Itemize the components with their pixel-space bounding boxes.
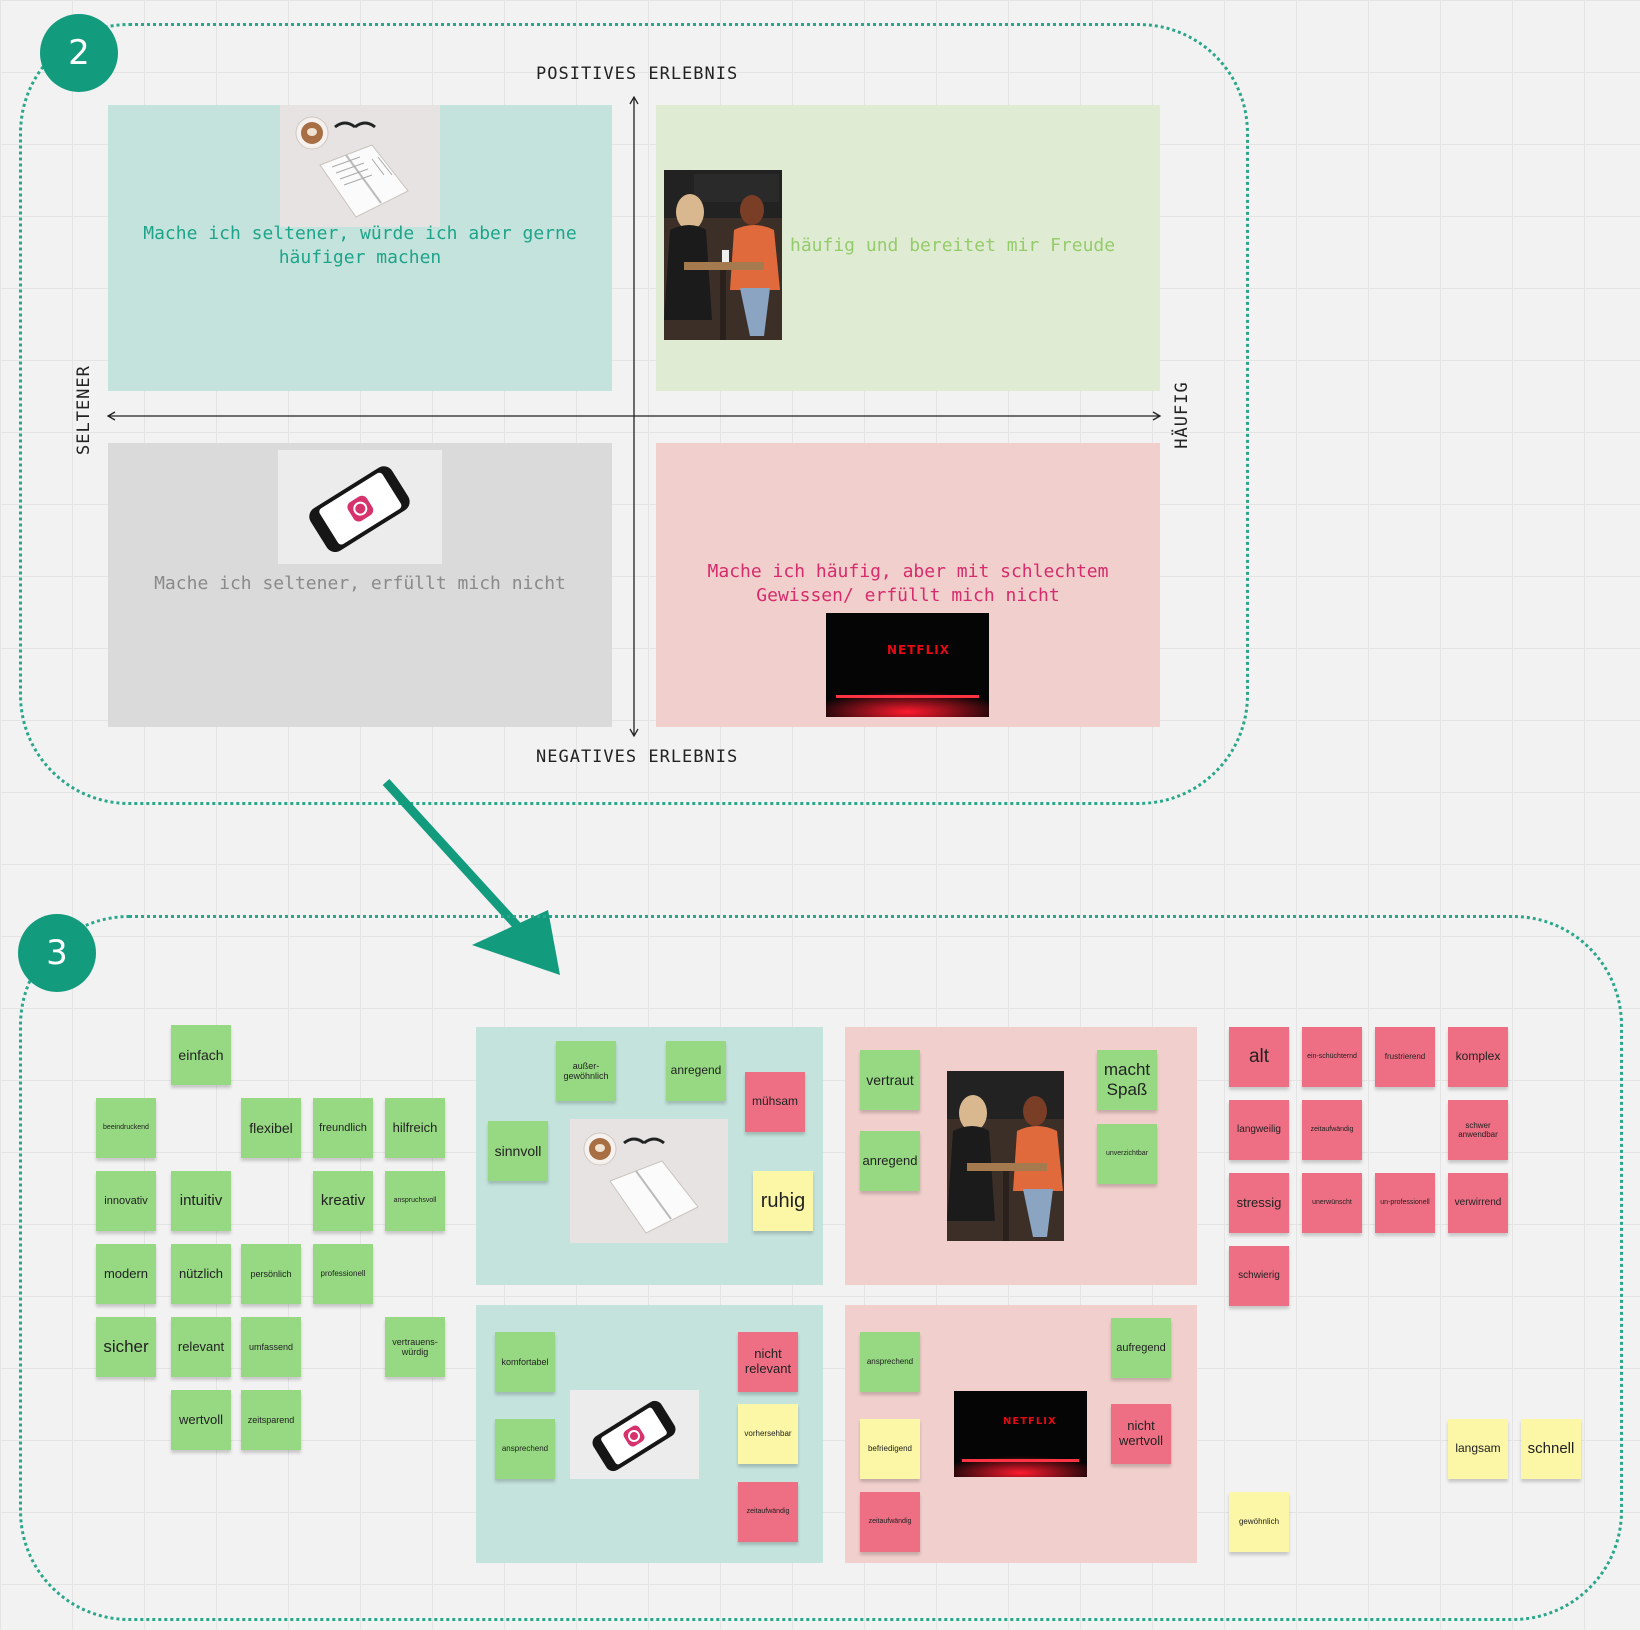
quadrant-bottom-right-text: Mache ich häufig, aber mit schlechtem Ge… [707, 561, 1109, 606]
sticky-note[interactable]: zeitaufwändig [860, 1492, 920, 1552]
axis-arrows [106, 95, 1162, 738]
sticky-note[interactable]: langweilig [1229, 1100, 1289, 1160]
sticky-note[interactable]: umfassend [241, 1317, 301, 1377]
friends-cafe-image-small[interactable] [947, 1071, 1064, 1241]
sticky-note[interactable]: einfach [171, 1025, 231, 1085]
connector-arrow[interactable] [370, 770, 600, 1010]
quadrant-bottom-left-text: Mache ich seltener, erfüllt mich nicht [154, 573, 566, 594]
netflix-tv-illustration [826, 613, 989, 717]
sticky-note[interactable]: hilfreich [385, 1098, 445, 1158]
sticky-note[interactable]: innovativ [96, 1171, 156, 1231]
sticky-note[interactable]: freundlich [313, 1098, 373, 1158]
axis-label-left: SELTENER [74, 365, 94, 455]
sticky-note[interactable]: intuitiv [171, 1171, 231, 1231]
book-coffee-image-small[interactable] [570, 1119, 728, 1243]
section-2-frame[interactable] [19, 23, 1249, 805]
quadrant-top-right-text: häufig und bereitet mir Freude [790, 235, 1116, 256]
sticky-note[interactable]: anregend [860, 1131, 920, 1191]
netflix-tv-illustration-small [954, 1391, 1087, 1477]
sticky-note[interactable]: frustrierend [1375, 1027, 1435, 1087]
axis-label-right: HÄUFIG [1172, 381, 1192, 449]
sticky-note[interactable]: gewöhnlich [1229, 1492, 1289, 1552]
sticky-note[interactable]: anspruchsvoll [385, 1171, 445, 1231]
instagram-phone-illustration [278, 450, 442, 564]
sticky-note[interactable]: beeindruckend [96, 1098, 156, 1158]
sticky-note[interactable]: schwer anwendbar [1448, 1100, 1508, 1160]
instagram-phone-illustration-small [570, 1390, 699, 1479]
sticky-note[interactable]: wertvoll [171, 1390, 231, 1450]
sticky-note[interactable]: befriedigend [860, 1419, 920, 1479]
sticky-note[interactable]: komplex [1448, 1027, 1508, 1087]
netflix-tv-image[interactable]: NETFLIX [826, 613, 989, 717]
sticky-note[interactable]: langsam [1448, 1419, 1508, 1479]
friends-cafe-image[interactable] [664, 170, 782, 340]
sticky-note[interactable]: zeitsparend [241, 1390, 301, 1450]
sticky-note[interactable]: sicher [96, 1317, 156, 1377]
netflix-logo-small: NETFLIX [1003, 1416, 1057, 1427]
sticky-note[interactable]: anregend [666, 1041, 726, 1101]
sticky-note[interactable]: flexibel [241, 1098, 301, 1158]
sticky-note[interactable]: nützlich [171, 1244, 231, 1304]
friends-cafe-illustration [664, 170, 782, 340]
sticky-note[interactable]: schwierig [1229, 1246, 1289, 1306]
netflix-tv-image-small[interactable]: NETFLIX [954, 1391, 1087, 1477]
book-coffee-image[interactable] [280, 105, 440, 227]
sticky-note[interactable]: macht Spaß [1097, 1050, 1157, 1110]
instagram-phone-image-small[interactable] [570, 1390, 699, 1479]
sticky-note[interactable]: unerwünscht [1302, 1173, 1362, 1233]
sticky-note[interactable]: außer-gewöhnlich [556, 1041, 616, 1101]
sticky-note[interactable]: sinnvoll [488, 1121, 548, 1181]
sticky-note[interactable]: mühsam [745, 1072, 805, 1132]
book-coffee-illustration-small [570, 1119, 728, 1243]
sticky-note[interactable]: schnell [1521, 1419, 1581, 1479]
sticky-note[interactable]: nicht wertvoll [1111, 1404, 1171, 1464]
sticky-note[interactable]: modern [96, 1244, 156, 1304]
section-3-frame[interactable] [19, 915, 1623, 1621]
sticky-note[interactable]: alt [1229, 1027, 1289, 1087]
netflix-logo: NETFLIX [887, 643, 950, 657]
axis-label-top: POSITIVES ERLEBNIS [536, 64, 739, 84]
sticky-note[interactable]: verwirrend [1448, 1173, 1508, 1233]
sticky-note[interactable]: nicht relevant [738, 1332, 798, 1392]
sticky-note[interactable]: relevant [171, 1317, 231, 1377]
sticky-note[interactable]: ein-schüchternd [1302, 1027, 1362, 1087]
sticky-note[interactable]: ansprechend [860, 1332, 920, 1392]
sticky-note[interactable]: aufregend [1111, 1318, 1171, 1378]
friends-cafe-illustration-small [947, 1071, 1064, 1241]
sticky-note[interactable]: ruhig [753, 1171, 813, 1231]
section-3-badge[interactable]: 3 [18, 914, 96, 992]
section-2-badge[interactable]: 2 [40, 14, 118, 92]
sticky-note[interactable]: vertrauens-würdig [385, 1317, 445, 1377]
sticky-note[interactable]: unverzichtbar [1097, 1124, 1157, 1184]
sticky-note[interactable]: komfortabel [495, 1332, 555, 1392]
quadrant-top-left-text: Mache ich seltener, würde ich aber gerne… [143, 223, 577, 268]
sticky-note[interactable]: zeitaufwändig [1302, 1100, 1362, 1160]
sticky-note[interactable]: un-professionell [1375, 1173, 1435, 1233]
sticky-note[interactable]: kreativ [313, 1171, 373, 1231]
instagram-phone-image[interactable] [278, 450, 442, 564]
book-coffee-illustration [280, 105, 440, 227]
sticky-note[interactable]: stressig [1229, 1173, 1289, 1233]
axis-label-bottom: NEGATIVES ERLEBNIS [536, 747, 739, 767]
sticky-note[interactable]: vorhersehbar [738, 1404, 798, 1464]
sticky-note[interactable]: zeitaufwändig [738, 1482, 798, 1542]
sticky-note[interactable]: ansprechend [495, 1419, 555, 1479]
sticky-note[interactable]: persönlich [241, 1244, 301, 1304]
sticky-note[interactable]: vertraut [860, 1050, 920, 1110]
sticky-note[interactable]: professionell [313, 1244, 373, 1304]
